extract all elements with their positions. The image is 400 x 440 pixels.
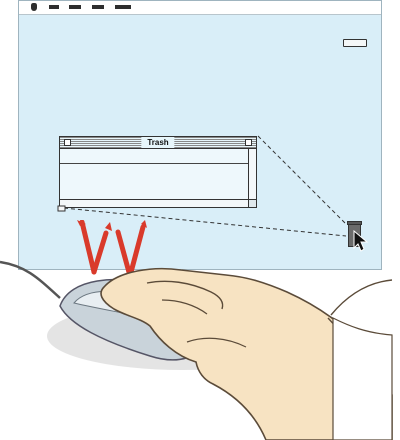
wrist-outline xyxy=(330,279,393,316)
pointer-icon xyxy=(353,230,369,252)
click-arrows-icon xyxy=(77,220,147,278)
shirt-cuff xyxy=(332,317,393,440)
trash-window[interactable]: Trash xyxy=(59,136,257,208)
finger-outline-2 xyxy=(161,299,208,315)
close-box[interactable] xyxy=(64,139,71,146)
screen-display: Trash xyxy=(18,0,382,270)
apple-icon[interactable] xyxy=(31,3,37,11)
horizontal-scrollbar[interactable] xyxy=(60,199,256,207)
resize-box[interactable] xyxy=(248,199,256,207)
finger-outline xyxy=(146,280,224,310)
menu-item-1[interactable] xyxy=(49,5,59,9)
zoom-box[interactable] xyxy=(245,139,252,146)
window-header-divider xyxy=(60,163,256,164)
window-titlebar[interactable]: Trash xyxy=(60,137,256,149)
hard-disk-icon[interactable] xyxy=(343,39,367,47)
menu-item-3[interactable] xyxy=(92,5,104,9)
mouse-cable xyxy=(0,260,61,299)
hand-icon xyxy=(100,267,393,440)
menu-bar xyxy=(19,1,381,15)
menu-item-2[interactable] xyxy=(69,5,81,9)
thumb-outline xyxy=(186,337,247,348)
menu-item-4[interactable] xyxy=(115,5,131,9)
window-body xyxy=(60,149,256,207)
window-title: Trash xyxy=(141,137,175,148)
vertical-scrollbar[interactable] xyxy=(248,149,256,207)
